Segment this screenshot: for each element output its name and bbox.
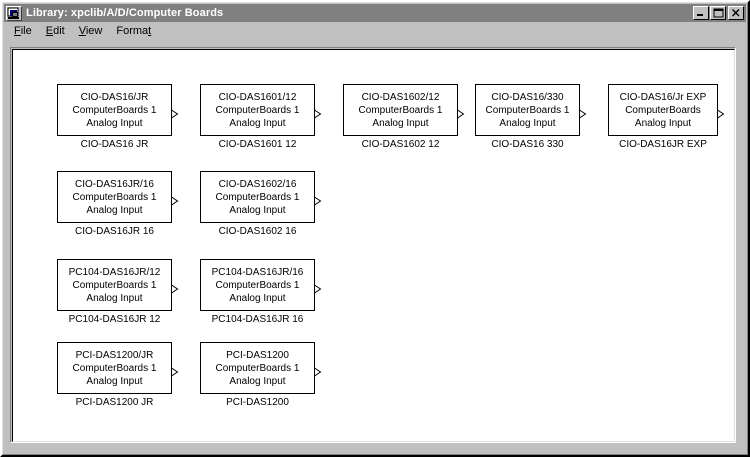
block-text-line-3: Analog Input bbox=[372, 117, 429, 129]
output-port-icon[interactable] bbox=[314, 281, 322, 294]
menu-item-format[interactable]: Format bbox=[116, 25, 152, 37]
block-text-line-2: ComputerBoards 1 bbox=[72, 279, 157, 291]
menu-item-file[interactable]: File bbox=[14, 25, 32, 37]
block-text-line-1: PCI-DAS1200/JR bbox=[75, 349, 154, 361]
block-text-line-1: CIO-DAS1601/12 bbox=[218, 91, 297, 103]
menu-item-edit[interactable]: Edit bbox=[45, 25, 65, 37]
output-port-icon[interactable] bbox=[314, 106, 322, 119]
block-text-line-1: CIO-DAS16/JR bbox=[80, 91, 149, 103]
block-text-line-1: CIO-DAS16JR/16 bbox=[75, 178, 154, 190]
block-text-line-2: ComputerBoards 1 bbox=[215, 362, 300, 374]
block-text-line-2: ComputerBoards 1 bbox=[358, 104, 443, 116]
block-text-line-3: Analog Input bbox=[499, 117, 556, 129]
block-text-line-2: ComputerBoards 1 bbox=[72, 191, 157, 203]
simulink-library-icon[interactable] bbox=[6, 5, 22, 21]
block-text-line-2: ComputerBoards 1 bbox=[215, 104, 300, 116]
output-port-icon[interactable] bbox=[171, 364, 179, 377]
output-port-icon[interactable] bbox=[314, 193, 322, 206]
output-port-icon[interactable] bbox=[457, 106, 465, 119]
block-text-line-3: Analog Input bbox=[86, 375, 143, 387]
output-port-icon[interactable] bbox=[314, 364, 322, 377]
block-text-line-2: ComputerBoards 1 bbox=[215, 279, 300, 291]
block-text-line-1: CIO-DAS16/330 bbox=[491, 91, 564, 103]
block-text-line-1: CIO-DAS1602/12 bbox=[361, 91, 440, 103]
block-text-line-2: ComputerBoards 1 bbox=[485, 104, 570, 116]
maximize-button[interactable] bbox=[710, 6, 726, 20]
title-bar[interactable]: Library: xpclib/A/D/Computer Boards bbox=[4, 4, 746, 22]
output-port-icon[interactable] bbox=[171, 106, 179, 119]
output-port-icon[interactable] bbox=[171, 281, 179, 294]
menu-bar: File Edit View Format bbox=[4, 23, 746, 41]
output-port-icon[interactable] bbox=[171, 193, 179, 206]
block-text-line-1: CIO-DAS1602/16 bbox=[218, 178, 297, 190]
block-text-line-3: Analog Input bbox=[86, 204, 143, 216]
block-caption: CIO-DAS16JR 16 bbox=[75, 226, 154, 237]
block-text-line-1: PC104-DAS16JR/12 bbox=[68, 266, 161, 278]
block-text-line-1: PC104-DAS16JR/16 bbox=[211, 266, 304, 278]
minimize-button[interactable] bbox=[693, 6, 709, 20]
block-caption: CIO-DAS1602 12 bbox=[361, 139, 440, 150]
block-caption: CIO-DAS1601 12 bbox=[218, 139, 297, 150]
output-port-icon[interactable] bbox=[579, 106, 587, 119]
block-text-line-3: Analog Input bbox=[229, 117, 286, 129]
block-text-line-3: Analog Input bbox=[86, 292, 143, 304]
block-text-line-3: Analog Input bbox=[86, 117, 143, 129]
block-text-line-2: ComputerBoards 1 bbox=[215, 191, 300, 203]
block-caption: CIO-DAS16 330 bbox=[491, 139, 564, 150]
block-text-line-3: Analog Input bbox=[634, 117, 692, 129]
block-text-line-2: ComputerBoards bbox=[625, 104, 701, 116]
block-caption: PCI-DAS1200 JR bbox=[75, 397, 154, 408]
block-text-line-1: CIO-DAS16/Jr EXP bbox=[619, 91, 707, 103]
block-caption: CIO-DAS16JR EXP bbox=[619, 139, 707, 150]
block-caption: PC104-DAS16JR 16 bbox=[211, 314, 304, 325]
menu-item-view[interactable]: View bbox=[78, 25, 103, 37]
output-port-icon[interactable] bbox=[717, 106, 725, 119]
block-caption: CIO-DAS1602 16 bbox=[218, 226, 297, 237]
block-text-line-3: Analog Input bbox=[229, 204, 286, 216]
block-caption: CIO-DAS16 JR bbox=[80, 139, 149, 150]
close-button[interactable] bbox=[728, 6, 744, 20]
window-controls bbox=[693, 6, 744, 20]
block-text-line-1: PCI-DAS1200 bbox=[226, 349, 289, 361]
block-text-line-3: Analog Input bbox=[229, 292, 286, 304]
block-text-line-2: ComputerBoards 1 bbox=[72, 104, 157, 116]
block-text-line-3: Analog Input bbox=[229, 375, 286, 387]
block-caption: PCI-DAS1200 bbox=[226, 397, 289, 408]
block-text-line-2: ComputerBoards 1 bbox=[72, 362, 157, 374]
window-title: Library: xpclib/A/D/Computer Boards bbox=[26, 7, 224, 19]
block-caption: PC104-DAS16JR 12 bbox=[68, 314, 161, 325]
